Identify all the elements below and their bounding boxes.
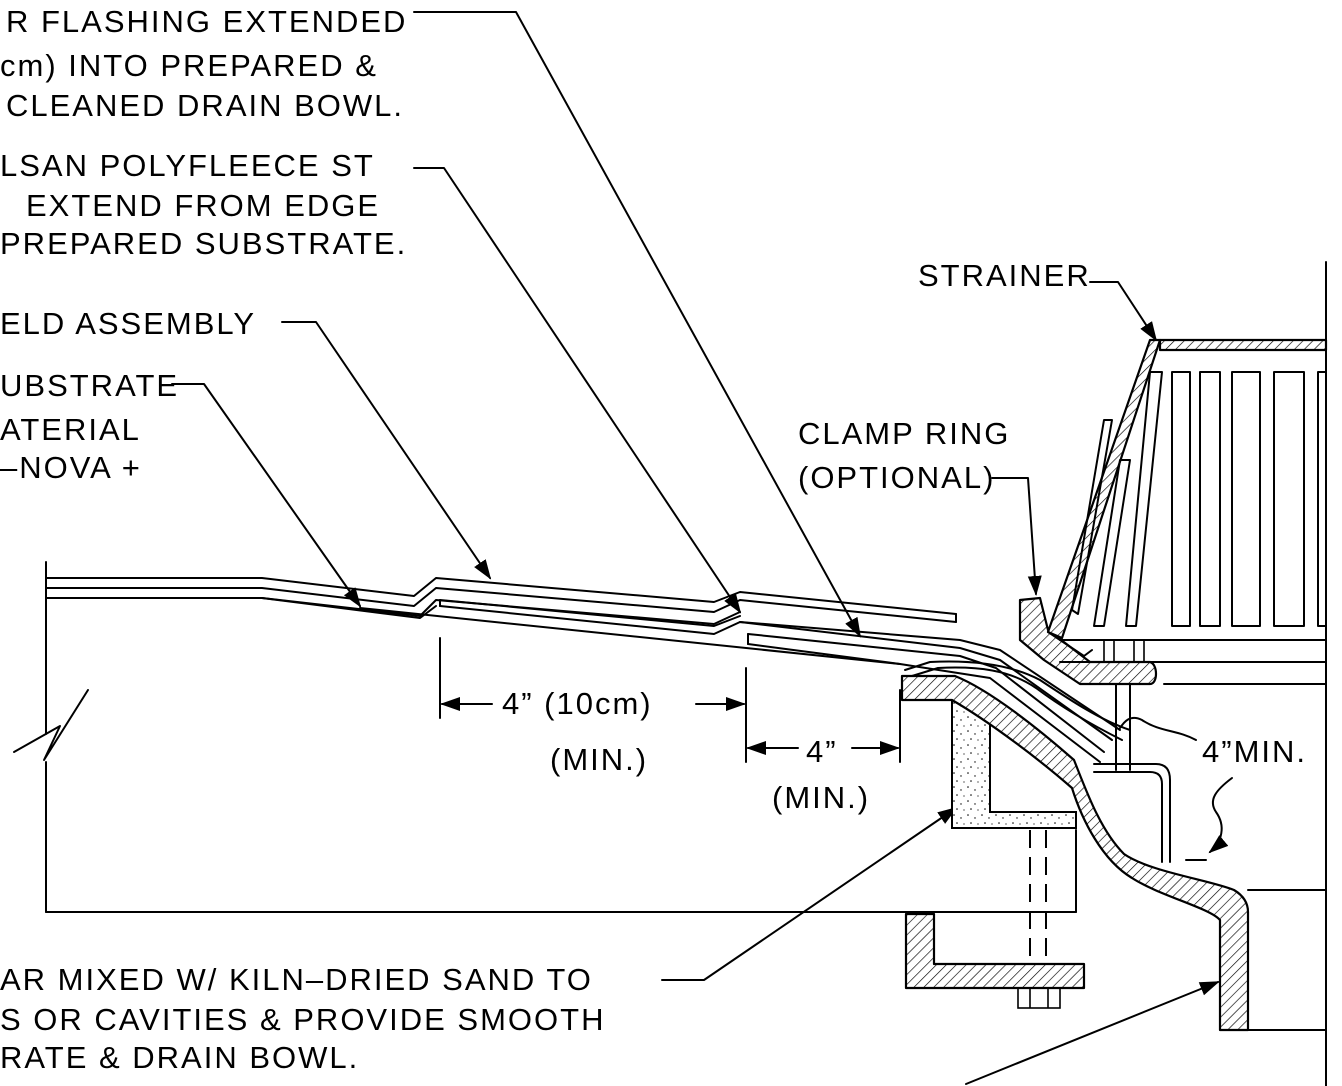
mortar-label-line-3: RATE & DRAIN BOWL. — [0, 1040, 359, 1075]
flashing-label-line-3: CLEANED DRAIN BOWL. — [6, 88, 404, 123]
dimension-min-label-1: (MIN.) — [550, 742, 648, 777]
membrane-layers — [45, 577, 1131, 763]
dimension-4-min-label: 4”MIN. — [1202, 734, 1307, 769]
flashing-label-line-2: cm) INTO PREPARED & — [0, 48, 378, 83]
substrate-label-line-3: –NOVA + — [0, 450, 142, 485]
roof-deck — [13, 561, 1077, 913]
strainer-label: STRAINER — [918, 258, 1091, 293]
substrate-label-line-2: ATERIAL — [0, 412, 141, 447]
bolt-assembly — [1017, 639, 1145, 1009]
polyfleece-label-line-2: EXTEND FROM EDGE — [26, 188, 380, 223]
strainer-slots — [1071, 371, 1327, 627]
dimension-lines — [439, 637, 901, 763]
mortar-label-line-1: AR MIXED W/ KILN–DRIED SAND TO — [0, 962, 593, 997]
substrate-label-line-1: UBSTRATE — [0, 368, 179, 403]
dimension-min-label-2: (MIN.) — [772, 780, 870, 815]
mortar-label-line-2: S OR CAVITIES & PROVIDE SMOOTH — [0, 1002, 605, 1037]
strainer — [1046, 338, 1328, 663]
drain-outlet — [1163, 261, 1327, 1086]
clamp-ring-label-line-2: (OPTIONAL) — [798, 460, 995, 495]
clamp-ring-label-line-1: CLAMP RING — [798, 416, 1010, 451]
field-assembly-label: ELD ASSEMBLY — [0, 306, 256, 341]
flashing-label-line-1: R FLASHING EXTENDED — [6, 4, 407, 39]
dimension-10cm-label: 4” (10cm) — [502, 686, 653, 721]
polyfleece-label-line-1: LSAN POLYFLEECE ST — [0, 148, 375, 183]
leader-lines — [171, 11, 1233, 1085]
polyfleece-label-line-3: PREPARED SUBSTRATE. — [0, 226, 407, 261]
sump-receiver — [1093, 763, 1207, 863]
dimension-4in-label: 4” — [806, 734, 838, 769]
